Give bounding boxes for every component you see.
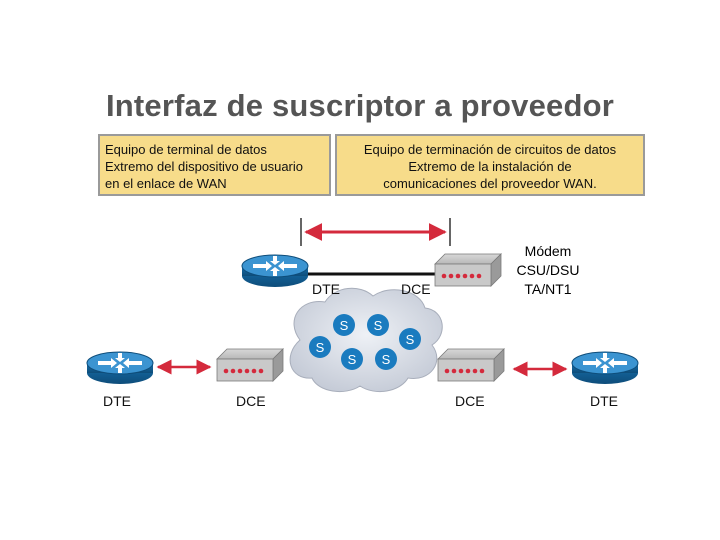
modem-icon xyxy=(437,348,505,382)
switch-label: S xyxy=(348,352,357,367)
dte-box-line: en el enlace de WAN xyxy=(105,176,227,191)
dce-box-line: Equipo de terminación de circuitos de da… xyxy=(363,142,617,157)
bottom-right-dte-label: DTE xyxy=(590,393,618,409)
cloud-switch-group: S S S S S S xyxy=(309,314,421,370)
dte-box-line: Equipo de terminal de datos xyxy=(105,142,267,157)
modem-icon xyxy=(216,348,284,382)
switch-icon: S xyxy=(375,348,397,370)
ta-nt1-label: TA/NT1 xyxy=(524,281,572,297)
switch-icon: S xyxy=(367,314,389,336)
modem-icon xyxy=(434,253,502,287)
switch-label: S xyxy=(316,340,325,355)
switch-icon: S xyxy=(399,328,421,350)
switch-label: S xyxy=(374,318,383,333)
switch-icon: S xyxy=(309,336,331,358)
dce-box-line: Extremo de la instalación de xyxy=(408,159,572,174)
bottom-right-dce-label: DCE xyxy=(455,393,485,409)
dce-device-types: Módem CSU/DSU TA/NT1 xyxy=(508,242,588,299)
bottom-left-dce-label: DCE xyxy=(236,393,266,409)
csu-dsu-label: CSU/DSU xyxy=(516,262,580,278)
switch-label: S xyxy=(382,352,391,367)
bottom-left-dte-label: DTE xyxy=(103,393,131,409)
router-icon xyxy=(241,254,309,288)
dte-box-line: Extremo del dispositivo de usuario xyxy=(105,159,303,174)
switch-icon: S xyxy=(333,314,355,336)
dce-box-line: comunicaciones del proveedor WAN. xyxy=(383,176,597,191)
top-dce-label: DCE xyxy=(401,281,431,297)
router-icon xyxy=(86,351,154,385)
modem-label: Módem xyxy=(524,243,572,259)
switch-label: S xyxy=(406,332,415,347)
switch-label: S xyxy=(340,318,349,333)
page-title: Interfaz de suscriptor a proveedor xyxy=(105,88,615,123)
dce-definition-box: Equipo de terminación de circuitos de da… xyxy=(335,134,645,196)
top-dte-label: DTE xyxy=(312,281,340,297)
router-icon xyxy=(571,351,639,385)
dte-definition-box: Equipo de terminal de datos Extremo del … xyxy=(98,134,331,196)
switch-icon: S xyxy=(341,348,363,370)
wan-cloud xyxy=(289,287,443,393)
